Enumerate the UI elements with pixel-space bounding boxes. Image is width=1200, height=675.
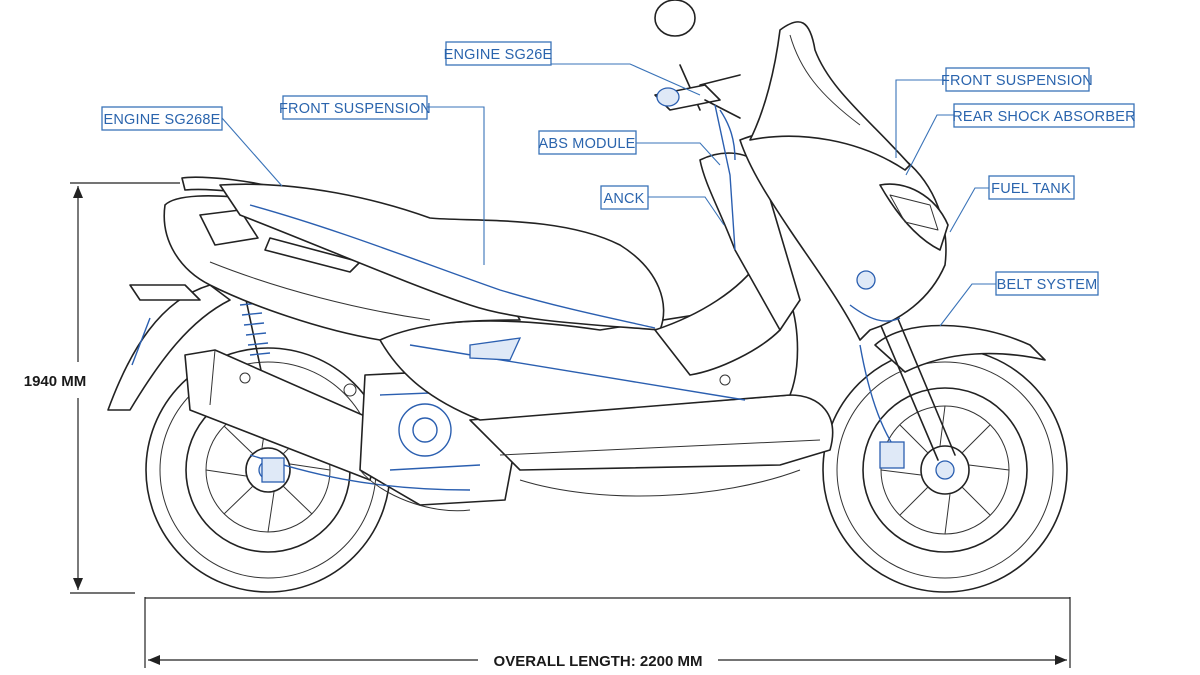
label-front-suspension-right: FRONT SUSPENSION: [941, 67, 1093, 92]
svg-text:FRONT SUSPENSION: FRONT SUSPENSION: [941, 73, 1093, 89]
svg-text:FUEL TANK: FUEL TANK: [991, 181, 1071, 197]
label-belt-system: BELT SYSTEM: [995, 271, 1099, 296]
svg-text:ENGINE SG268E: ENGINE SG268E: [103, 112, 220, 128]
seat: [219, 183, 665, 331]
leader-anck: [648, 196, 725, 226]
rear-light-bracket: [129, 284, 201, 301]
front-fender: [874, 324, 1046, 373]
label-abs-module: ABS MODULE: [538, 130, 637, 155]
height-dimension-label: 1940 MM: [24, 373, 87, 390]
leg-shield: [699, 152, 801, 331]
leader-abs-module: [636, 142, 721, 166]
exhaust-muffler: [184, 349, 386, 481]
rear-shock: [239, 294, 271, 376]
label-rear-shock-absorber: REAR SHOCK ABSORBER: [952, 103, 1136, 128]
mirror: [654, 0, 696, 37]
leader-front-suspension-left: [427, 106, 485, 265]
svg-text:BELT SYSTEM: BELT SYSTEM: [997, 277, 1098, 293]
brand-emblem: [856, 270, 876, 290]
label-engine-sg26e: ENGINE SG26E: [444, 41, 553, 66]
svg-text:REAR SHOCK ABSORBER: REAR SHOCK ABSORBER: [952, 109, 1136, 125]
rear-caliper: [261, 457, 285, 483]
rear-mudguard: [107, 284, 231, 411]
label-front-suspension-left: FRONT SUSPENSION: [279, 95, 431, 120]
label-engine-sg268e: ENGINE SG268E: [101, 106, 223, 131]
overall-length-label: OVERALL LENGTH: 2200 MM: [494, 653, 703, 670]
tail-light: [199, 209, 259, 246]
height-dimension: 1940 MM: [24, 182, 180, 594]
callout-labels: ENGINE SG26E ENGINE SG268E FRONT SUSPENS…: [101, 41, 1136, 296]
scooter-illustration: [107, 0, 1068, 593]
leader-engine-sg26e: [551, 63, 701, 96]
svg-text:ANCK: ANCK: [603, 191, 644, 207]
dimension-lines: 1940 MM OVERALL LENGTH: 2200 MM: [24, 182, 1071, 670]
headlight: [879, 183, 949, 251]
svg-text:FRONT SUSPENSION: FRONT SUSPENSION: [279, 101, 431, 117]
svg-text:ABS MODULE: ABS MODULE: [538, 136, 635, 152]
label-fuel-tank: FUEL TANK: [988, 175, 1075, 200]
leader-fuel-tank: [949, 187, 989, 233]
leader-front-suspension-right: [895, 79, 946, 158]
leader-rear-shock-absorber: [905, 114, 954, 176]
front-wheel: [822, 347, 1068, 593]
windscreen: [749, 21, 911, 171]
length-dimension: OVERALL LENGTH: 2200 MM: [144, 597, 1071, 670]
leader-engine-sg268e: [221, 117, 283, 187]
svg-text:ENGINE SG26E: ENGINE SG26E: [444, 47, 553, 63]
side-badge: [264, 237, 361, 273]
label-anck: ANCK: [600, 185, 649, 210]
front-caliper: [879, 441, 905, 469]
handlebar-assembly: [654, 0, 741, 251]
leader-belt-system: [939, 283, 996, 327]
leader-lines: [221, 63, 996, 327]
